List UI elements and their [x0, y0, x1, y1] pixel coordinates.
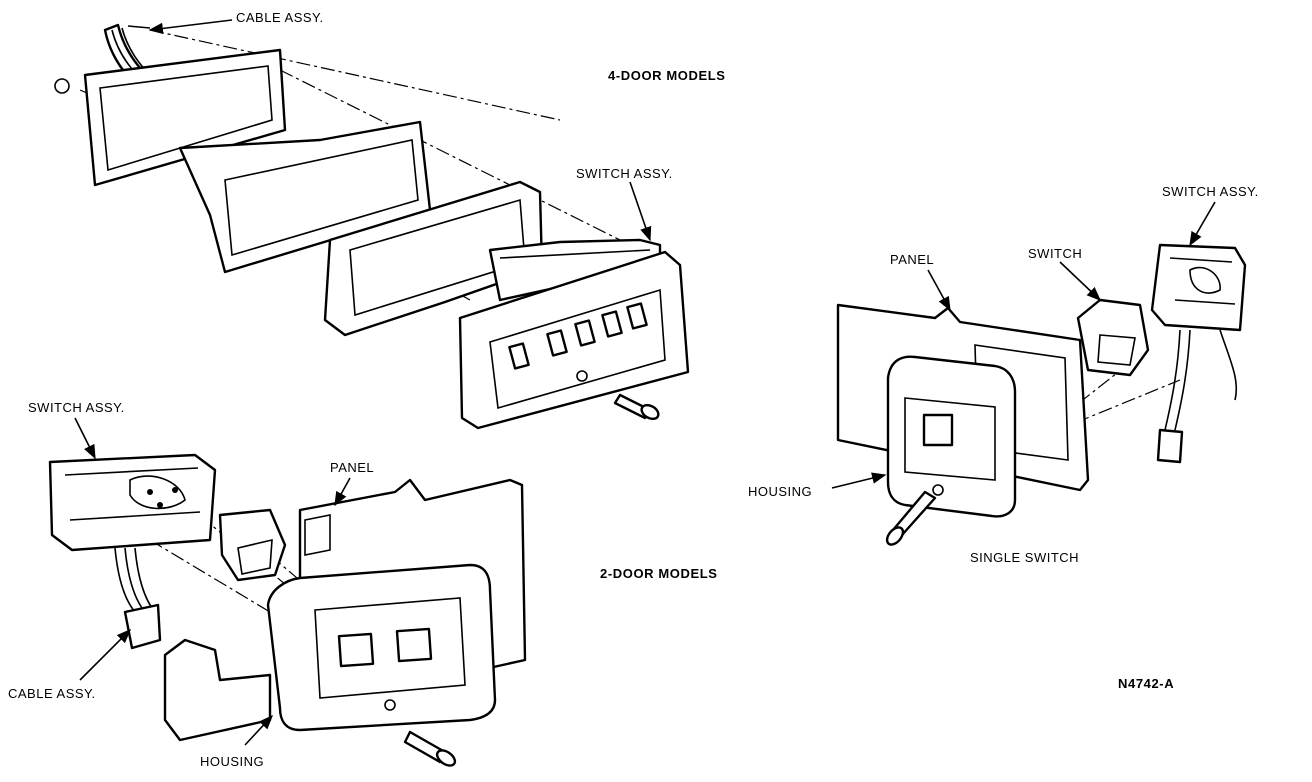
two-door-rocker-switch	[218, 508, 287, 582]
two-door-screw	[403, 730, 457, 767]
two-door-assembly	[48, 453, 527, 767]
two-door-models-title: 2-DOOR MODELS	[600, 566, 718, 581]
figure-id: N4742-A	[1118, 676, 1175, 691]
four-door-cable-label: CABLE ASSY.	[236, 10, 324, 25]
single-switch-housing	[886, 355, 1017, 518]
two-door-housing-label: HOUSING	[200, 754, 265, 769]
four-door-switch-label: SWITCH ASSY.	[576, 166, 673, 181]
four-door-models-title: 4-DOOR MODELS	[608, 68, 726, 83]
four-door-back-plate	[54, 48, 287, 187]
single-switch-bracket	[1150, 243, 1247, 332]
single-housing-label: HOUSING	[748, 484, 813, 499]
four-door-switch-assembly	[458, 238, 690, 430]
two-door-panel-label: PANEL	[330, 460, 375, 475]
two-door-switch-label: SWITCH ASSY.	[28, 400, 125, 415]
single-panel-label: PANEL	[890, 252, 935, 267]
two-door-switch-bracket	[48, 453, 217, 552]
two-door-panel-lower	[163, 638, 272, 742]
single-switch-screw	[885, 490, 937, 546]
single-switch-assembly	[836, 243, 1247, 546]
two-door-cable-bundle	[114, 547, 162, 650]
single-switch-label: SWITCH	[1028, 246, 1083, 261]
single-switch-title: SINGLE SWITCH	[970, 550, 1080, 565]
single-switch-cable	[1156, 329, 1238, 464]
single-switch-rocker	[1076, 298, 1150, 377]
four-door-assembly	[54, 23, 690, 430]
single-switch-assy-label: SWITCH ASSY.	[1162, 184, 1259, 199]
two-door-housing	[266, 563, 497, 732]
two-door-cable-label: CABLE ASSY.	[8, 686, 96, 701]
four-door-screw	[613, 393, 660, 421]
